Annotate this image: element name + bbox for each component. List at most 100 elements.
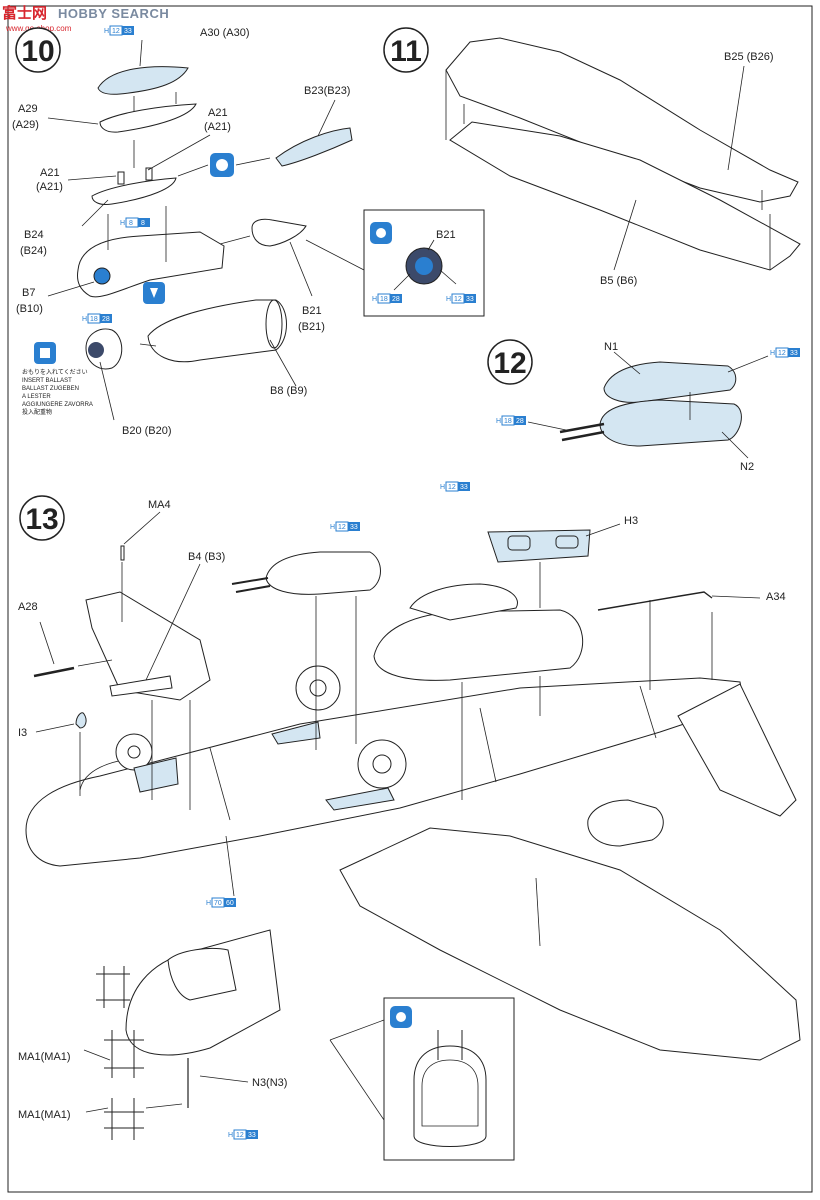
leader-b4 [145,563,201,681]
sensor-pod [265,551,381,595]
svg-text:33: 33 [460,484,468,491]
svg-text:18: 18 [380,296,388,303]
leader-n1 [613,351,641,375]
paint-detail-icon [210,153,234,177]
hcode-h3: H 12 33 [440,481,470,492]
svg-text:H: H [372,296,377,303]
part-b23 [275,127,353,167]
fuselage-section-b8 [147,299,287,363]
svg-text:H: H [120,220,125,227]
leader-h3 [585,523,621,537]
hcode-ma1: H 12 33 [228,1129,258,1140]
step-13-number: 13 [25,503,58,536]
leader-b7 [47,281,95,297]
svg-text:18: 18 [504,418,512,425]
svg-text:H: H [206,900,211,907]
tailplane-b4 [85,591,211,701]
label-b8: B8 (B9) [270,385,307,397]
pod-upper-n1 [603,361,737,403]
svg-text:33: 33 [248,1132,256,1139]
label-ma1-lower: MA1(MA1) [18,1109,71,1121]
label-a29: A29 [18,103,38,115]
step-12-badge [487,339,533,385]
label-i3: I3 [18,727,27,739]
ballast-icon [34,342,56,364]
svg-text:H: H [104,28,109,35]
leader-a30 [139,39,143,67]
label-a34: A34 [766,591,786,603]
step-11-number: 11 [390,35,422,68]
svg-text:H: H [440,484,445,491]
part-i3 [75,712,87,729]
label-n1: N1 [604,341,618,353]
hcode-n1: H 12 33 [770,347,800,358]
label-b7: B7 [22,287,35,299]
svg-text:33: 33 [466,296,474,303]
leader-ma1-upper [83,1049,111,1061]
svg-text:H: H [228,1132,233,1139]
step-11: 11 B25 (B26) B5 (B6) [383,27,801,287]
step-10-badge [15,27,61,73]
leader-a28 [39,621,55,665]
bay-door-right [325,787,395,811]
wing-lower-b5 [449,121,801,271]
page-border [7,5,813,1193]
svg-text:12: 12 [778,350,786,357]
canopy-a30 [97,66,189,95]
pod-lower-n2 [599,399,742,447]
rear-engine-pod [587,799,664,847]
step-11-badge [383,27,429,73]
leader-b25 [727,65,745,171]
label-b21-detail: B21 [436,229,456,241]
watermark-logo: 富士网 HOBBY SEARCH www.go-shop.com [2,4,169,33]
leader-a21-upper [147,134,211,171]
label-a21-upper: A21 [208,107,228,119]
nose-bay-door [133,757,179,793]
hcode-pod-barrels: H 18 28 [496,415,526,426]
label-ma1-upper: MA1(MA1) [18,1051,71,1063]
leader-a29 [47,117,99,125]
label-b23: B23(B23) [304,85,350,97]
label-n2: N2 [740,461,754,473]
tailplane-right [677,683,797,817]
leader-n2 [721,431,749,459]
leader-ma1-lower [85,1107,109,1113]
label-b24-alt: (B24) [20,245,47,257]
hcode-fuselage-belly: H 70 60 [206,897,236,908]
svg-text:70: 70 [214,900,222,907]
cockpit-deck-a21 [91,177,177,205]
label-b20: B20 (B20) [122,425,172,437]
label-a30: A30 (A30) [200,27,250,39]
svg-text:33: 33 [790,350,798,357]
svg-text:H: H [770,350,775,357]
paint-detail-icon-2 [370,222,392,244]
panel-h3 [487,529,591,563]
svg-text:12: 12 [236,1132,244,1139]
label-h3: H3 [624,515,638,527]
hcode-sensor-pod: H 12 33 [330,521,360,532]
ballast-text-en: INSERT BALLAST [22,378,72,384]
svg-text:28: 28 [516,418,524,425]
part-a28 [33,666,75,678]
bay-door-left [271,721,321,745]
svg-text:H: H [446,296,451,303]
ballast-text-cn: 投入配重物 [22,408,52,416]
label-a28: A28 [18,601,38,613]
svg-text:60: 60 [226,900,234,907]
engine-nacelle [373,609,584,681]
glue-icon [143,282,165,304]
antenna-ma4 [120,545,125,561]
hcode-a30: H 12 33 [104,25,134,36]
leader-b24 [81,199,109,227]
nose-cone-b21 [251,218,307,247]
ballast-text-de: BALLAST ZUGEBEN [22,386,79,392]
svg-text:28: 28 [102,316,110,323]
hcode-b24: H 8 8 [120,217,150,228]
step-12-number: 12 [493,347,526,380]
watermark-cn: 富士网 [2,4,47,22]
leader-b8 [269,339,297,387]
hcode-inset-right: H 12 33 [446,293,476,304]
svg-text:H: H [330,524,335,531]
hcode-b20: H 18 28 [82,313,112,324]
